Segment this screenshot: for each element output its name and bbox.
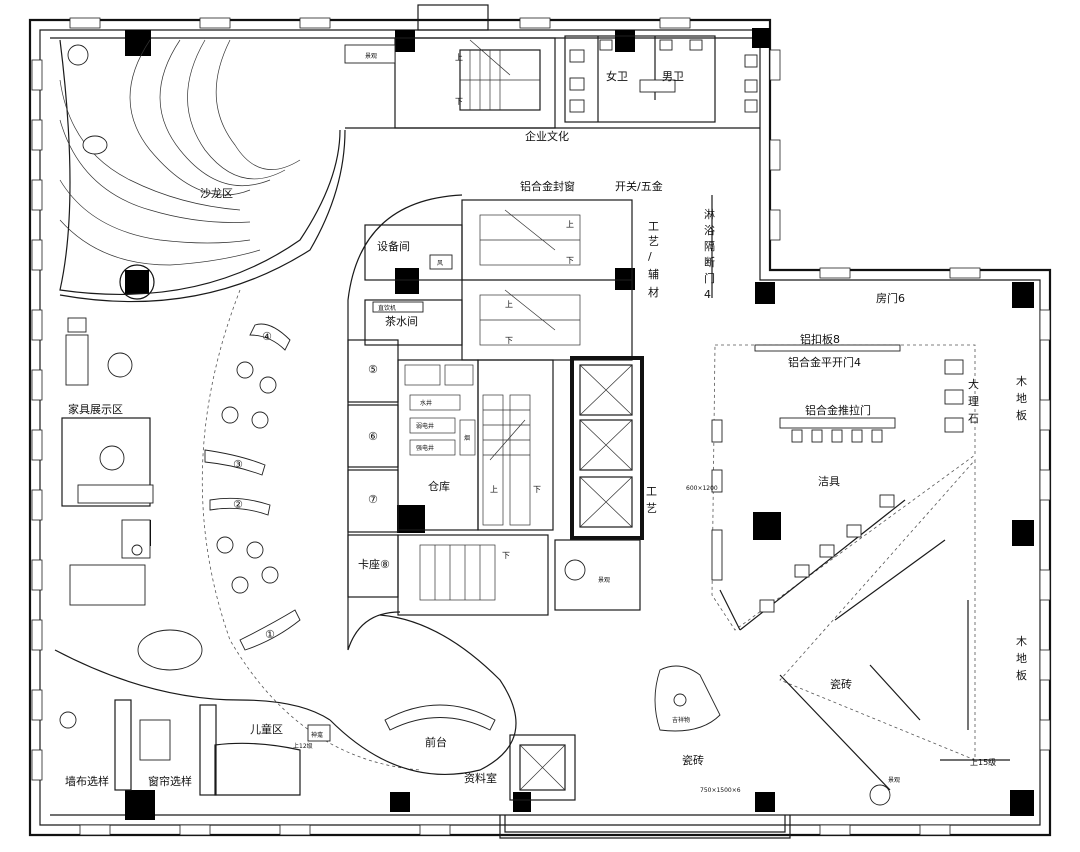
strong-well-label: 强电井	[416, 444, 434, 452]
restroom-block: 女卫 男卫	[564, 35, 758, 123]
craft-aux-3: /	[648, 250, 652, 263]
warehouse-label: 仓库	[428, 479, 450, 493]
water-dispenser-label: 直饮机	[378, 304, 396, 312]
service-rooms: 设备间 茶水间 直饮机 风	[347, 194, 463, 651]
marble-3: 石	[968, 412, 979, 425]
craft-label-2: 艺	[646, 502, 657, 515]
wood-floor-2a: 木	[1016, 635, 1027, 648]
front-desk-label: 前台	[425, 735, 447, 749]
core-stair2-down: 下	[505, 336, 513, 345]
aluminum-swing-door-label: 铝合金平开门4	[788, 355, 861, 369]
salon-area: 沙龙区	[59, 39, 346, 303]
craft-aux-1: 工	[648, 220, 659, 233]
landscape-bottom-label: 景观	[888, 777, 900, 784]
craft-aux-2: 艺	[648, 235, 659, 248]
info-room-label: 资料室	[464, 771, 497, 785]
furniture-display: 家具展示区 墙布选样	[59, 317, 203, 788]
core-stair1-up: 上	[566, 220, 574, 229]
landscape-top-label: 景观	[365, 53, 377, 60]
weak-well-label: 弱电井	[416, 422, 434, 430]
warehouse: 水井 弱电井 强电井 烟 仓库	[397, 359, 479, 531]
central-core: 上 下 上 下 铝合金封窗 开关/五金 工 艺 / 辅 材	[461, 179, 663, 361]
male-wc-label: 男卫	[662, 70, 684, 83]
sign-label: 神龛	[311, 731, 323, 739]
shower-3: 隔	[704, 240, 715, 253]
switch-hardware-label: 开关/五金	[615, 179, 663, 193]
kids-area-label: 儿童区	[250, 722, 283, 736]
aluminum-ceiling-label: 铝扣板8	[800, 332, 840, 346]
bottom-area: 窗帘选样 儿童区 上12级 神龛 前台 资料室 吉祥物 瓷砖 750×1500×…	[54, 614, 741, 801]
sofa-2: ②	[233, 498, 243, 511]
top-stair-down: 下	[455, 97, 463, 106]
top-stair-up: 上	[455, 53, 463, 62]
up-12-label: 上12级	[293, 742, 313, 750]
craft-aux-4: 辅	[648, 267, 659, 281]
sofa-1: ①	[265, 628, 275, 641]
smoke-label: 烟	[464, 434, 470, 442]
center-stair-down: 下	[533, 485, 541, 494]
marble-2: 理	[968, 395, 979, 408]
aluminum-window-label: 铝合金封窗	[520, 179, 575, 193]
tile-label-bottom: 瓷砖	[682, 753, 704, 767]
center-stair-up: 上	[490, 485, 498, 494]
female-wc-label: 女卫	[606, 69, 628, 83]
lounge-seating: ④ ③ ② ①	[201, 289, 421, 771]
right-exhibition: 铝扣板8 铝合金平开门4 铝合金推拉门 洁具 大 理 石 木 地 板 木 地 板…	[686, 332, 1027, 806]
sofa-3: ③	[233, 458, 243, 471]
sanitary-label: 洁具	[818, 475, 840, 488]
aluminum-sliding-door-label: 铝合金推拉门	[805, 403, 871, 417]
tile-size-label: 750×1500×6	[700, 787, 741, 794]
furniture-display-label: 家具展示区	[68, 402, 123, 416]
booths: ⑤ ⑥ ⑦ 卡座⑧	[347, 339, 399, 598]
wood-floor-2b: 地	[1016, 652, 1027, 665]
landscape-mid: 景观	[554, 539, 641, 611]
up-15-label: 上15级	[970, 757, 996, 767]
tile-600-label: 600×1200	[686, 485, 718, 492]
center-stair: 上 下	[477, 359, 554, 531]
lower-stair: 下	[397, 534, 549, 616]
marble-1: 大	[968, 377, 979, 391]
lower-stair-down: 下	[502, 551, 510, 560]
mascot-label: 吉祥物	[672, 716, 690, 724]
equipment-room-label: 设备间	[377, 239, 410, 253]
curtain-label: 窗帘选样	[148, 774, 192, 788]
window-bands	[31, 17, 1051, 836]
salon-label: 沙龙区	[200, 187, 233, 200]
wood-floor-1c: 板	[1016, 408, 1027, 422]
booth-8: 卡座⑧	[358, 557, 390, 571]
wood-floor-2c: 板	[1016, 668, 1027, 682]
booth-7: ⑦	[368, 493, 378, 506]
craft-aux-5: 材	[648, 285, 659, 299]
shower-1: 淋	[704, 208, 715, 221]
landscape-mid-label: 景观	[598, 577, 610, 584]
wood-floor-1b: 地	[1016, 392, 1027, 405]
tile-label-right: 瓷砖	[830, 677, 852, 691]
water-well-label: 水井	[420, 399, 432, 407]
corporate-culture-label: 企业文化	[525, 129, 569, 143]
elevators: 工 艺	[570, 356, 657, 540]
wallcloth-label: 墙布选样	[65, 774, 109, 788]
craft-label-1: 工	[646, 485, 657, 498]
core-stair2-up: 上	[505, 300, 513, 309]
room-door-label: 房门6	[876, 291, 905, 305]
booth-6: ⑥	[368, 430, 378, 443]
booth-5: ⑤	[368, 363, 378, 376]
equip-wind-label: 风	[437, 260, 443, 267]
wood-floor-1a: 木	[1016, 375, 1027, 388]
shower-5: 门	[704, 271, 715, 285]
shower-4: 断	[704, 255, 715, 269]
shower-2: 浴	[704, 224, 715, 237]
shower-partition: 淋 浴 隔 断 门 4 房门6	[704, 195, 905, 305]
sofa-4: ④	[262, 330, 272, 343]
top-stair-block: 上 下 景观	[344, 37, 556, 129]
shower-6: 4	[704, 288, 711, 301]
tea-room-label: 茶水间	[385, 315, 418, 328]
core-stair1-down: 下	[566, 256, 574, 265]
